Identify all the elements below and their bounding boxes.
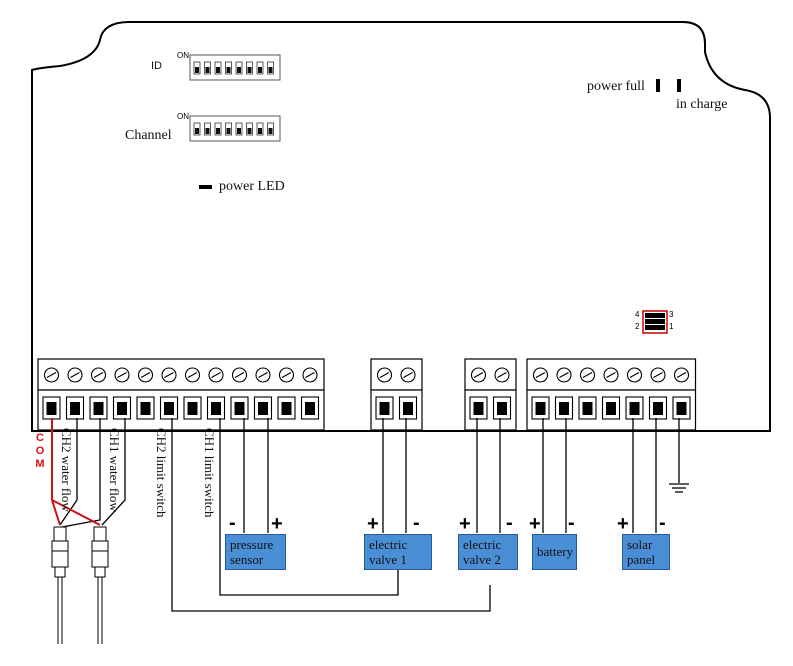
battery-plus: +: [529, 513, 541, 535]
solar-panel-plus: +: [617, 513, 629, 535]
wire-ch2-limit-switch: [171, 418, 491, 612]
electric-valve-1-minus: -: [413, 512, 420, 534]
wire-ch1-limit-switch: [219, 418, 399, 596]
pressure-sensor-box: pressure sensor: [225, 534, 286, 570]
board-outline: [31, 21, 771, 432]
electric-valve-2-box: electric valve 2: [458, 534, 518, 570]
ch1-water-flow-label: CH1 water flow: [107, 428, 122, 512]
electric-valve-2-line2: valve 2: [463, 552, 501, 567]
jumper-label-4: 4: [635, 310, 640, 319]
main-terminal-screw-row: [37, 358, 325, 391]
pressure-sensor-line1: pressure: [230, 537, 274, 552]
ch2-limit-switch-label: CH2 limit switch: [154, 428, 169, 518]
ground-icon: [669, 483, 689, 493]
wire-ch2-flow-a: [59, 418, 78, 526]
pressure-sensor-plus: +: [271, 513, 283, 535]
power-led-label: power LED: [219, 179, 285, 194]
power-full-label: power full: [587, 79, 645, 94]
id-dip-on-label: ON: [177, 51, 189, 60]
pressure-sensor-line2: sensor: [230, 552, 264, 567]
in-charge-label: in charge: [676, 97, 728, 112]
flow-sensor-ch1: [91, 526, 109, 644]
jumper-block: [642, 310, 668, 334]
electric-valve-1-line2: valve 1: [369, 552, 407, 567]
solar-panel-line2: panel: [627, 552, 656, 567]
battery-line1: battery: [537, 544, 574, 559]
ch2-water-flow-label: CH2 water flow: [59, 428, 74, 512]
channel-dip-on-label: ON: [177, 112, 189, 121]
power-full-led: [656, 79, 660, 92]
electric-valve-1-plus: +: [367, 513, 379, 535]
wire-com: [51, 418, 101, 526]
channel-label: Channel: [125, 128, 172, 143]
jumper-label-3: 3: [669, 310, 674, 319]
electric-valve-2-line1: electric: [463, 537, 502, 552]
channel-dip-switch: [189, 115, 281, 142]
power-led: [199, 185, 212, 189]
wire-ch1-flow-a: [61, 418, 101, 528]
solar-panel-box: solar panel: [622, 534, 670, 570]
wire-ch1-flow-b: [101, 418, 126, 526]
id-dip-switch: [189, 54, 281, 81]
id-label: ID: [151, 60, 162, 72]
ch1-limit-switch-label: CH1 limit switch: [202, 428, 217, 518]
in-charge-led: [677, 79, 681, 92]
main-terminal-socket-row: [37, 389, 325, 431]
electric-valve-2-minus: -: [506, 512, 513, 534]
electric-valve-1-line1: electric: [369, 537, 408, 552]
electric-valve-2-plus: +: [459, 513, 471, 535]
battery-minus: -: [568, 512, 575, 534]
flow-sensor-ch2: [51, 526, 69, 644]
jumper-label-2: 2: [635, 322, 640, 331]
solar-panel-line1: solar: [627, 537, 653, 552]
jumper-label-1: 1: [669, 322, 674, 331]
pressure-sensor-minus: -: [229, 512, 236, 534]
battery-box: battery: [532, 534, 577, 570]
solar-panel-minus: -: [659, 512, 666, 534]
electric-valve-1-box: electric valve 1: [364, 534, 432, 570]
